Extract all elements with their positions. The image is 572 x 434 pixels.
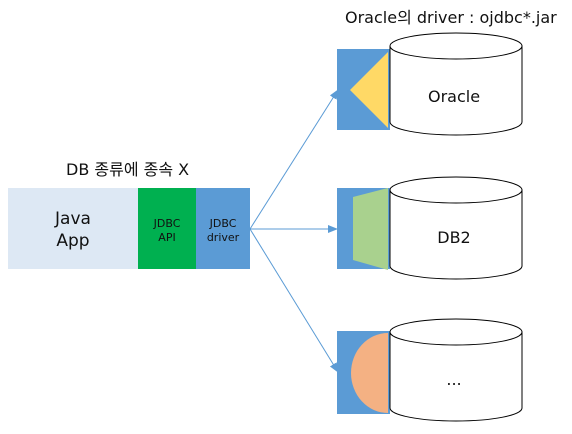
jdbc-api-block bbox=[138, 188, 196, 269]
jdbc-api-label-line1: JDBC bbox=[153, 217, 181, 230]
oracle-database-cylinder bbox=[389, 32, 523, 136]
jdbc-driver-label: JDBC driver bbox=[196, 217, 250, 245]
java-app-label-line1: Java bbox=[55, 209, 91, 229]
db2-driver-shape bbox=[353, 188, 388, 270]
jdbc-driver-label-line2: driver bbox=[206, 231, 240, 244]
other-database-cylinder bbox=[389, 318, 523, 422]
jdbc-api-label: JDBC API bbox=[138, 217, 196, 245]
other-db-driver-shape bbox=[351, 333, 388, 413]
java-app-block bbox=[8, 188, 138, 269]
oracle-database-label: Oracle bbox=[427, 87, 481, 106]
db-independence-note: DB 종류에 종속 X bbox=[66, 160, 190, 179]
java-app-label: Java App bbox=[8, 208, 138, 252]
db2-database-cylinder bbox=[389, 176, 523, 280]
arrow-to-oracle bbox=[249, 89, 339, 230]
oracle-driver-shape bbox=[350, 52, 388, 128]
db2-database-label: DB2 bbox=[437, 228, 471, 247]
oracle-driver-title: Oracle의 driver : ojdbc*.jar bbox=[345, 8, 557, 27]
other-database-label: ... bbox=[446, 370, 462, 389]
jdbc-api-label-line2: API bbox=[158, 231, 176, 244]
arrow-to-other-db bbox=[249, 228, 339, 373]
jdbc-driver-block bbox=[196, 188, 250, 269]
java-app-label-line2: App bbox=[56, 231, 90, 251]
jdbc-driver-label-line1: JDBC bbox=[209, 217, 237, 230]
